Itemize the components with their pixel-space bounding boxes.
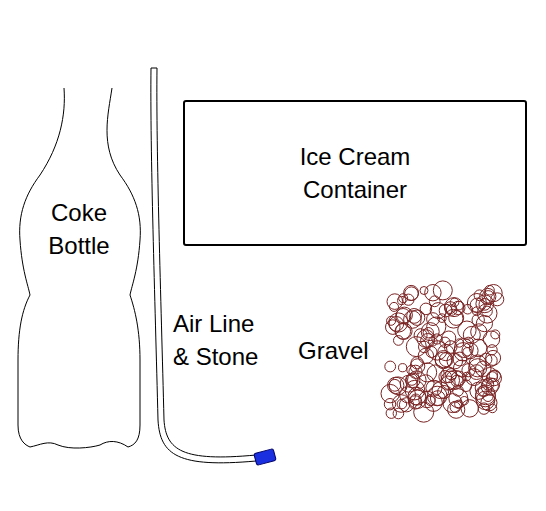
gravel-stone — [482, 306, 493, 317]
gravel-stone — [432, 334, 442, 344]
coke-bottle: Coke Bottle — [0, 0, 160, 460]
gravel-stone — [472, 307, 481, 316]
air-line — [151, 68, 256, 463]
gravel-stone — [410, 359, 425, 374]
gravel-stone — [467, 294, 486, 313]
gravel-stone — [399, 364, 407, 372]
gravel-stone — [486, 350, 501, 365]
node-label: Coke Bottle — [34, 196, 124, 262]
gravel-stone — [455, 301, 464, 310]
gravel-stone — [458, 321, 476, 339]
air-stone — [254, 449, 276, 466]
gravel-stone — [400, 375, 417, 392]
part-label: Air Line & Stone — [173, 307, 273, 373]
gravel-stone — [425, 285, 441, 301]
gravel-stone — [425, 394, 443, 412]
air-tube-edge — [151, 68, 256, 463]
bottle-path — [18, 88, 140, 448]
gravel-stone — [491, 330, 500, 339]
gravel-stone — [385, 361, 396, 372]
air-stone-body — [254, 449, 276, 466]
gravel-stone — [469, 339, 487, 357]
gravel-pile — [381, 281, 504, 422]
gravel-stone — [381, 384, 399, 402]
gravel-stone — [491, 293, 504, 306]
gravel-stone — [486, 371, 501, 386]
gravel-stone — [460, 380, 472, 392]
gravel-stone — [438, 314, 447, 323]
gravel-stone — [478, 386, 488, 396]
gravel-stone — [474, 290, 485, 301]
gravel-stone — [445, 298, 464, 317]
gravel-stone — [463, 304, 473, 314]
gravel-stone — [408, 390, 426, 408]
gravel-stone — [429, 296, 440, 307]
gravel-stone — [448, 401, 465, 418]
gravel-stone — [395, 324, 411, 340]
gravel-stone — [400, 387, 416, 403]
gravel-stone — [396, 323, 413, 340]
gravel-stone — [390, 302, 399, 311]
part-label: Gravel — [298, 334, 369, 367]
gravel-stone — [433, 281, 452, 300]
gravel-stone — [387, 316, 396, 325]
air-tube-end — [151, 68, 157, 69]
gravel-stone — [485, 355, 497, 367]
gravel-stone — [423, 328, 433, 338]
gravel-stone — [487, 345, 497, 355]
gravel-stone — [447, 353, 463, 369]
gravel-stone — [389, 377, 407, 395]
gravel-stone — [396, 309, 411, 324]
gravel-stone — [404, 285, 419, 300]
gravel-stone — [386, 408, 396, 418]
gravel-stone — [469, 359, 487, 377]
gravel-stone — [426, 347, 437, 358]
air-tube-edge — [157, 68, 256, 457]
gravel-stone — [409, 310, 424, 325]
gravel-stone — [450, 402, 460, 412]
gravel-stone — [446, 305, 457, 316]
gravel-stone — [442, 331, 456, 345]
gravel-stone — [478, 403, 489, 414]
gravel-stone — [441, 376, 455, 390]
gravel-stone — [409, 365, 422, 378]
gravel-stone — [489, 370, 500, 381]
node-label: Ice Cream Container — [275, 140, 435, 206]
gravel-stone — [444, 341, 457, 354]
ice-cream-container: Ice Cream Container — [183, 100, 527, 246]
bottle-outline — [0, 0, 160, 460]
gravel-stone — [389, 379, 401, 391]
gravel-stone — [389, 313, 408, 332]
